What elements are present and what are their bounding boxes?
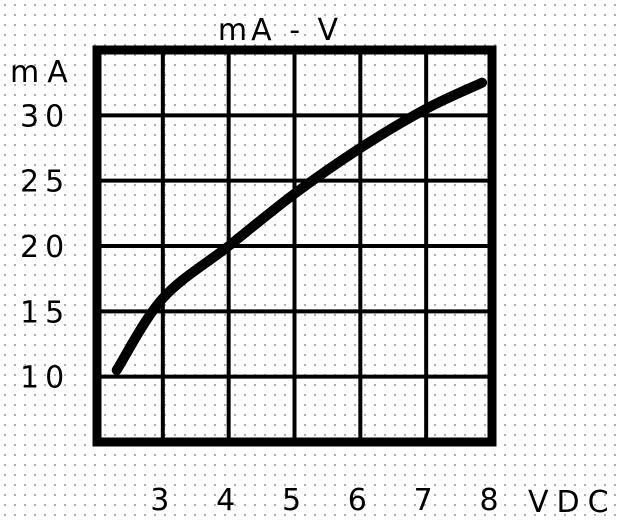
series-line	[111, 77, 488, 376]
grid-lines	[97, 50, 492, 442]
y-tick-label: 25	[20, 165, 70, 200]
x-tick-label: 5	[282, 483, 307, 518]
chart-title: mA - V	[218, 13, 342, 48]
y-tick-label: 15	[20, 295, 70, 330]
y-tick-labels: 30 25 20 15 10	[20, 99, 70, 396]
x-tick-label: 4	[216, 483, 241, 518]
x-axis-label: VDC	[528, 485, 617, 520]
y-axis-label: mA	[10, 55, 76, 90]
plot-frame-border	[92, 45, 497, 447]
series-layer	[111, 77, 488, 376]
x-tick-labels: 3 4 5 6 7 8	[150, 483, 504, 518]
x-tick-label: 8	[479, 483, 504, 518]
x-tick-label: 6	[348, 483, 373, 518]
y-tick-label: 30	[20, 99, 70, 134]
plot-frame	[92, 45, 497, 447]
x-tick-label: 3	[150, 483, 175, 518]
x-tick-label: 7	[414, 483, 439, 518]
y-tick-label: 10	[20, 361, 70, 396]
y-tick-label: 20	[20, 230, 70, 265]
